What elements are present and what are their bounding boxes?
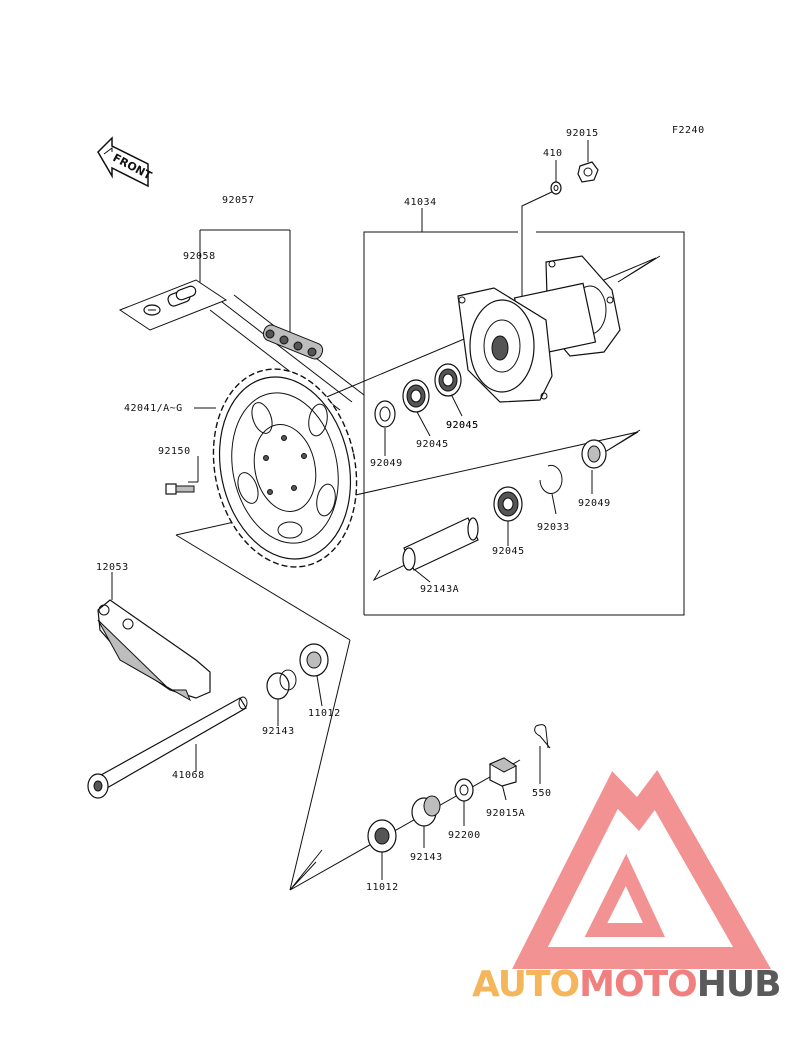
collar-92143-left (266, 669, 297, 700)
watermark-auto: AUTO (472, 964, 579, 1005)
part-label-92045: 92045 (416, 439, 449, 450)
bearing-92045-right (434, 363, 462, 397)
circlip-92033 (539, 464, 563, 494)
axle-41068 (87, 696, 248, 799)
part-label-92015a: 92015A (486, 808, 525, 819)
rear-sprocket-42041 (212, 368, 358, 568)
collar-92143A (402, 517, 479, 571)
part-label-92200: 92200 (448, 830, 481, 841)
part-label-92150: 92150 (158, 446, 191, 457)
part-label-41034: 41034 (404, 197, 437, 208)
chain-joint-92058 (118, 279, 228, 331)
part-label-42041-a-g: 42041/A~G (124, 403, 183, 414)
hub-assembly-box (363, 208, 685, 616)
castle-nut-92015A (488, 757, 517, 787)
washer-410 (550, 181, 562, 195)
drive-chain-92057 (209, 294, 365, 411)
part-label-92143a: 92143A (420, 584, 459, 595)
automotohub-logo-icon (512, 770, 771, 969)
figure-code: F2240 (672, 125, 705, 136)
part-label-92143: 92143 (262, 726, 295, 737)
automotohub-watermark: AUTOMOTOHUB (472, 770, 782, 1005)
svg-text:AUTOMOTOHUB: AUTOMOTOHUB (472, 964, 781, 1005)
bearing-92045-lower (493, 486, 523, 522)
bearing-92045-left (402, 379, 430, 413)
cotter-pin-550 (534, 724, 551, 749)
washer-92200 (454, 778, 474, 802)
part-label-11012: 11012 (308, 708, 341, 719)
part-label-92045: 92045 (446, 420, 479, 431)
part-label-92045: 92045 (446, 420, 479, 431)
part-label-92049: 92049 (370, 458, 403, 469)
part-label-410: 410 (543, 148, 563, 159)
part-label-92143: 92143 (410, 852, 443, 863)
part-label-550: 550 (532, 788, 552, 799)
part-label-92045: 92045 (492, 546, 525, 557)
wheel-hub-41034 (457, 255, 621, 403)
part-label-92033: 92033 (537, 522, 570, 533)
bolt-92150 (165, 483, 195, 495)
watermark-hub: HUB (697, 964, 781, 1005)
seal-92049-left (374, 400, 396, 428)
chain-guide-12053 (97, 599, 211, 702)
plate-11012-right (367, 819, 397, 853)
part-label-92049: 92049 (578, 498, 611, 509)
front-arrow-icon: FRONT (97, 136, 154, 188)
part-label-92058: 92058 (183, 251, 216, 262)
part-label-11012: 11012 (366, 882, 399, 893)
leader-lines (111, 140, 593, 880)
seal-92049-right (581, 439, 607, 469)
part-label-12053: 12053 (96, 562, 129, 573)
part-label-92057: 92057 (222, 195, 255, 206)
nut-92015 (577, 161, 599, 183)
watermark-moto: MOTO (579, 964, 697, 1005)
part-label-92015: 92015 (566, 128, 599, 139)
collar-92143-right (411, 795, 441, 827)
plate-11012-left (299, 643, 329, 677)
part-label-41068: 41068 (172, 770, 205, 781)
